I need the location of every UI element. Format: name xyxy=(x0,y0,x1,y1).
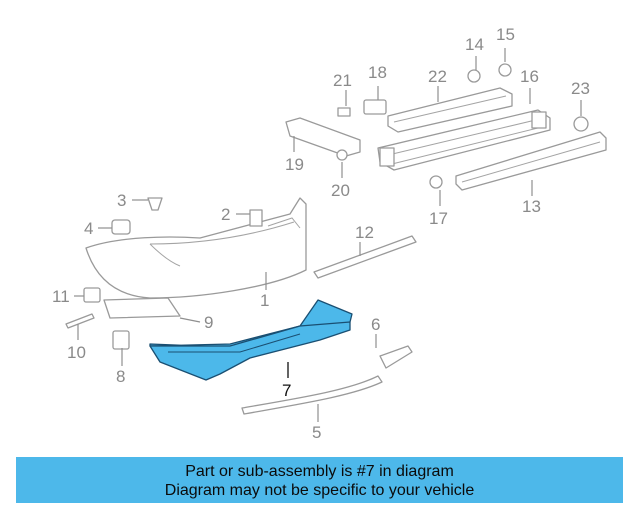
part-15-nut xyxy=(498,63,512,77)
part-17-bolt xyxy=(429,175,443,189)
callout-9: 9 xyxy=(204,313,213,332)
part-10-wire xyxy=(65,313,95,329)
callout-20: 20 xyxy=(331,181,350,200)
part-18-clip xyxy=(363,99,387,115)
part-8-clip xyxy=(112,330,130,350)
callout-5: 5 xyxy=(312,423,321,442)
part-5-molding xyxy=(241,375,383,415)
callout-numbers: 1 2 3 4 5 6 7 8 9 10 11 12 13 14 15 16 1… xyxy=(52,25,590,442)
callout-3: 3 xyxy=(117,191,126,210)
callout-14: 14 xyxy=(465,35,484,54)
part-22-absorber xyxy=(387,87,513,133)
part-12-molding xyxy=(313,235,417,279)
callout-15: 15 xyxy=(496,25,515,44)
callout-13: 13 xyxy=(522,197,541,216)
callout-2: 2 xyxy=(221,205,230,224)
callout-22: 22 xyxy=(428,67,447,86)
part-7-lower-bumper xyxy=(149,299,353,381)
callout-8: 8 xyxy=(116,367,125,386)
part-11-bracket xyxy=(83,287,101,303)
part-4-sensor xyxy=(111,219,131,235)
callout-6: 6 xyxy=(371,315,380,334)
part-9-panel xyxy=(103,297,181,319)
part-23-nut xyxy=(573,116,589,132)
callout-1: 1 xyxy=(260,291,269,310)
banner-line-1: Part or sub-assembly is #7 in diagram xyxy=(185,463,454,480)
callout-10: 10 xyxy=(67,343,86,362)
callout-17: 17 xyxy=(429,209,448,228)
part-14-bolt xyxy=(467,69,481,83)
part-1-bumper-cover xyxy=(85,197,307,299)
callout-7: 7 xyxy=(282,381,291,400)
callout-12: 12 xyxy=(355,223,374,242)
banner-line-2: Diagram may not be specific to your vehi… xyxy=(164,482,475,499)
info-banner: Part or sub-assembly is #7 in diagram Di… xyxy=(16,457,623,503)
part-21-bolt xyxy=(337,107,351,117)
part-16-reinforcement xyxy=(377,109,551,171)
callout-16: 16 xyxy=(520,67,539,86)
callout-11: 11 xyxy=(52,287,70,306)
part-3-retainer xyxy=(147,197,163,211)
part-6-bracket xyxy=(379,345,413,369)
part-2-clip xyxy=(249,209,263,227)
callout-21: 21 xyxy=(333,71,352,90)
leader-lines xyxy=(74,48,582,422)
callout-19: 19 xyxy=(285,155,304,174)
part-20-bolt xyxy=(336,149,348,161)
parts-diagram: 1 2 3 4 5 6 7 8 9 10 11 12 13 14 15 16 1… xyxy=(52,25,607,442)
part-19-bracket xyxy=(285,117,361,157)
part-13-lower-reinforcement xyxy=(455,131,607,191)
callout-4: 4 xyxy=(84,219,93,238)
callout-23: 23 xyxy=(571,79,590,98)
callout-18: 18 xyxy=(368,63,387,82)
